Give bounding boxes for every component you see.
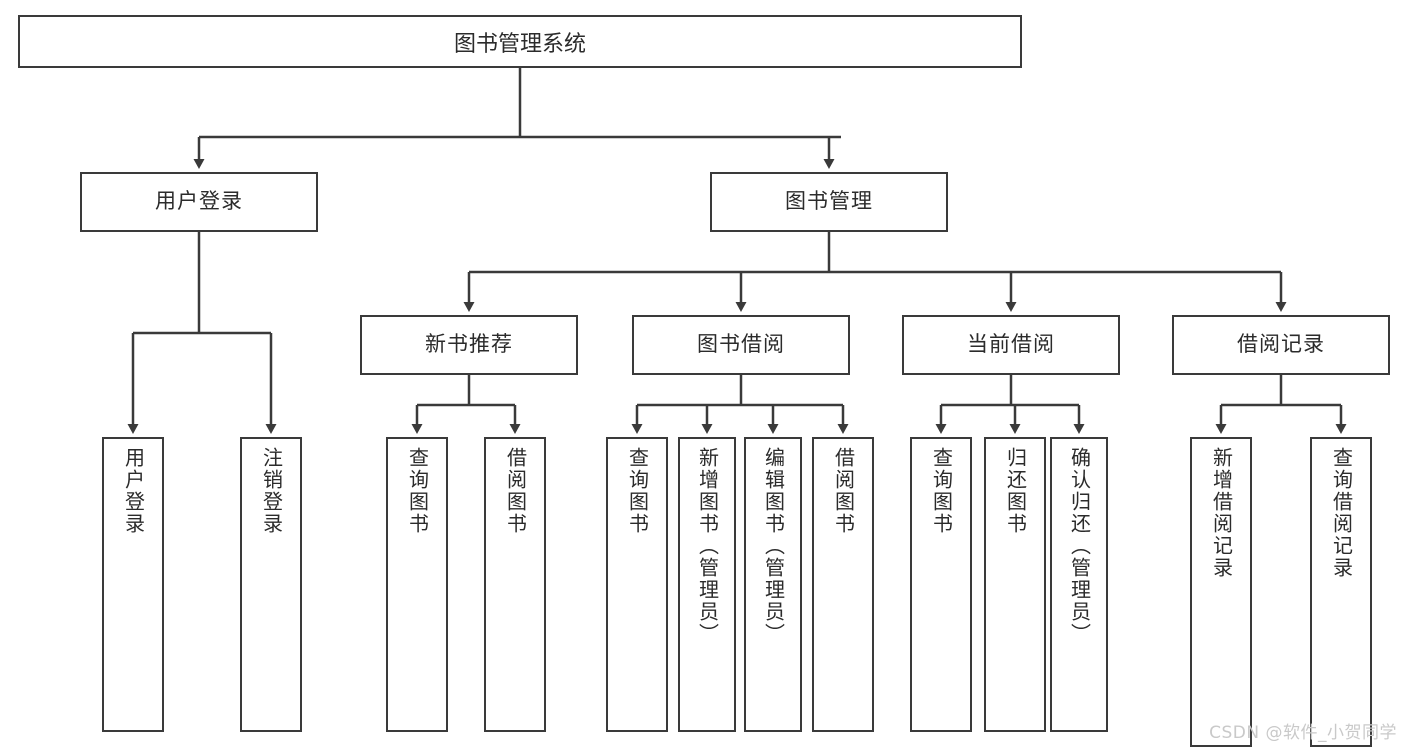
node-user-login-label: 用户登录 <box>155 189 243 214</box>
node-leaf-borrow-book-1[interactable]: 借阅图书 <box>484 437 546 732</box>
watermark: CSDN @软件_小贺同学 <box>1209 723 1397 743</box>
node-leaf-user-login-label: 用户登录 <box>121 447 146 535</box>
node-leaf-logout[interactable]: 注销登录 <box>240 437 302 732</box>
node-leaf-borrow-book-2[interactable]: 借阅图书 <box>812 437 874 732</box>
edge-group-root <box>193 68 841 169</box>
node-leaf-borrow-book-2-label: 借阅图书 <box>831 447 856 535</box>
edge-group-book-borrow <box>631 375 849 434</box>
edge-group-current-borrow <box>935 375 1085 434</box>
node-leaf-edit-book[interactable]: 编辑图书（管理员） <box>744 437 802 732</box>
edge-group-new-book-rec <box>411 375 521 434</box>
node-leaf-query-book-2[interactable]: 查询图书 <box>606 437 668 732</box>
node-current-borrow[interactable]: 当前借阅 <box>902 315 1120 375</box>
edge-group-book-manage <box>463 232 1287 312</box>
node-leaf-query-record-label: 查询借阅记录 <box>1329 447 1354 579</box>
node-root[interactable]: 图书管理系统 <box>18 15 1022 68</box>
node-new-book-rec-label: 新书推荐 <box>425 332 513 357</box>
node-leaf-logout-label: 注销登录 <box>259 447 284 535</box>
node-book-borrow-label: 图书借阅 <box>697 332 785 357</box>
node-leaf-edit-book-label: 编辑图书（管理员） <box>761 447 786 645</box>
edge-group-borrow-record <box>1215 375 1347 434</box>
node-leaf-add-book-label: 新增图书（管理员） <box>695 447 720 645</box>
node-leaf-query-record[interactable]: 查询借阅记录 <box>1310 437 1372 747</box>
node-book-borrow[interactable]: 图书借阅 <box>632 315 850 375</box>
node-book-manage-label: 图书管理 <box>785 189 873 214</box>
node-leaf-borrow-book-1-label: 借阅图书 <box>503 447 528 535</box>
node-leaf-add-record[interactable]: 新增借阅记录 <box>1190 437 1252 747</box>
node-leaf-confirm-return-label: 确认归还（管理员） <box>1067 447 1092 645</box>
node-leaf-user-login[interactable]: 用户登录 <box>102 437 164 732</box>
node-root-label: 图书管理系统 <box>453 31 586 57</box>
node-current-borrow-label: 当前借阅 <box>967 332 1055 357</box>
node-leaf-return-book[interactable]: 归还图书 <box>984 437 1046 732</box>
node-user-login[interactable]: 用户登录 <box>80 172 318 232</box>
node-new-book-rec[interactable]: 新书推荐 <box>360 315 578 375</box>
node-leaf-add-book[interactable]: 新增图书（管理员） <box>678 437 736 732</box>
node-leaf-query-book-1[interactable]: 查询图书 <box>386 437 448 732</box>
node-leaf-query-book-3-label: 查询图书 <box>929 447 954 535</box>
node-borrow-record-label: 借阅记录 <box>1237 332 1325 357</box>
node-leaf-query-book-2-label: 查询图书 <box>625 447 650 535</box>
node-leaf-add-record-label: 新增借阅记录 <box>1209 447 1234 579</box>
node-book-manage[interactable]: 图书管理 <box>710 172 948 232</box>
node-leaf-query-book-1-label: 查询图书 <box>405 447 430 535</box>
node-leaf-confirm-return[interactable]: 确认归还（管理员） <box>1050 437 1108 732</box>
node-leaf-query-book-3[interactable]: 查询图书 <box>910 437 972 732</box>
node-borrow-record[interactable]: 借阅记录 <box>1172 315 1390 375</box>
edge-group-user-login <box>127 232 277 434</box>
node-leaf-return-book-label: 归还图书 <box>1003 447 1028 535</box>
